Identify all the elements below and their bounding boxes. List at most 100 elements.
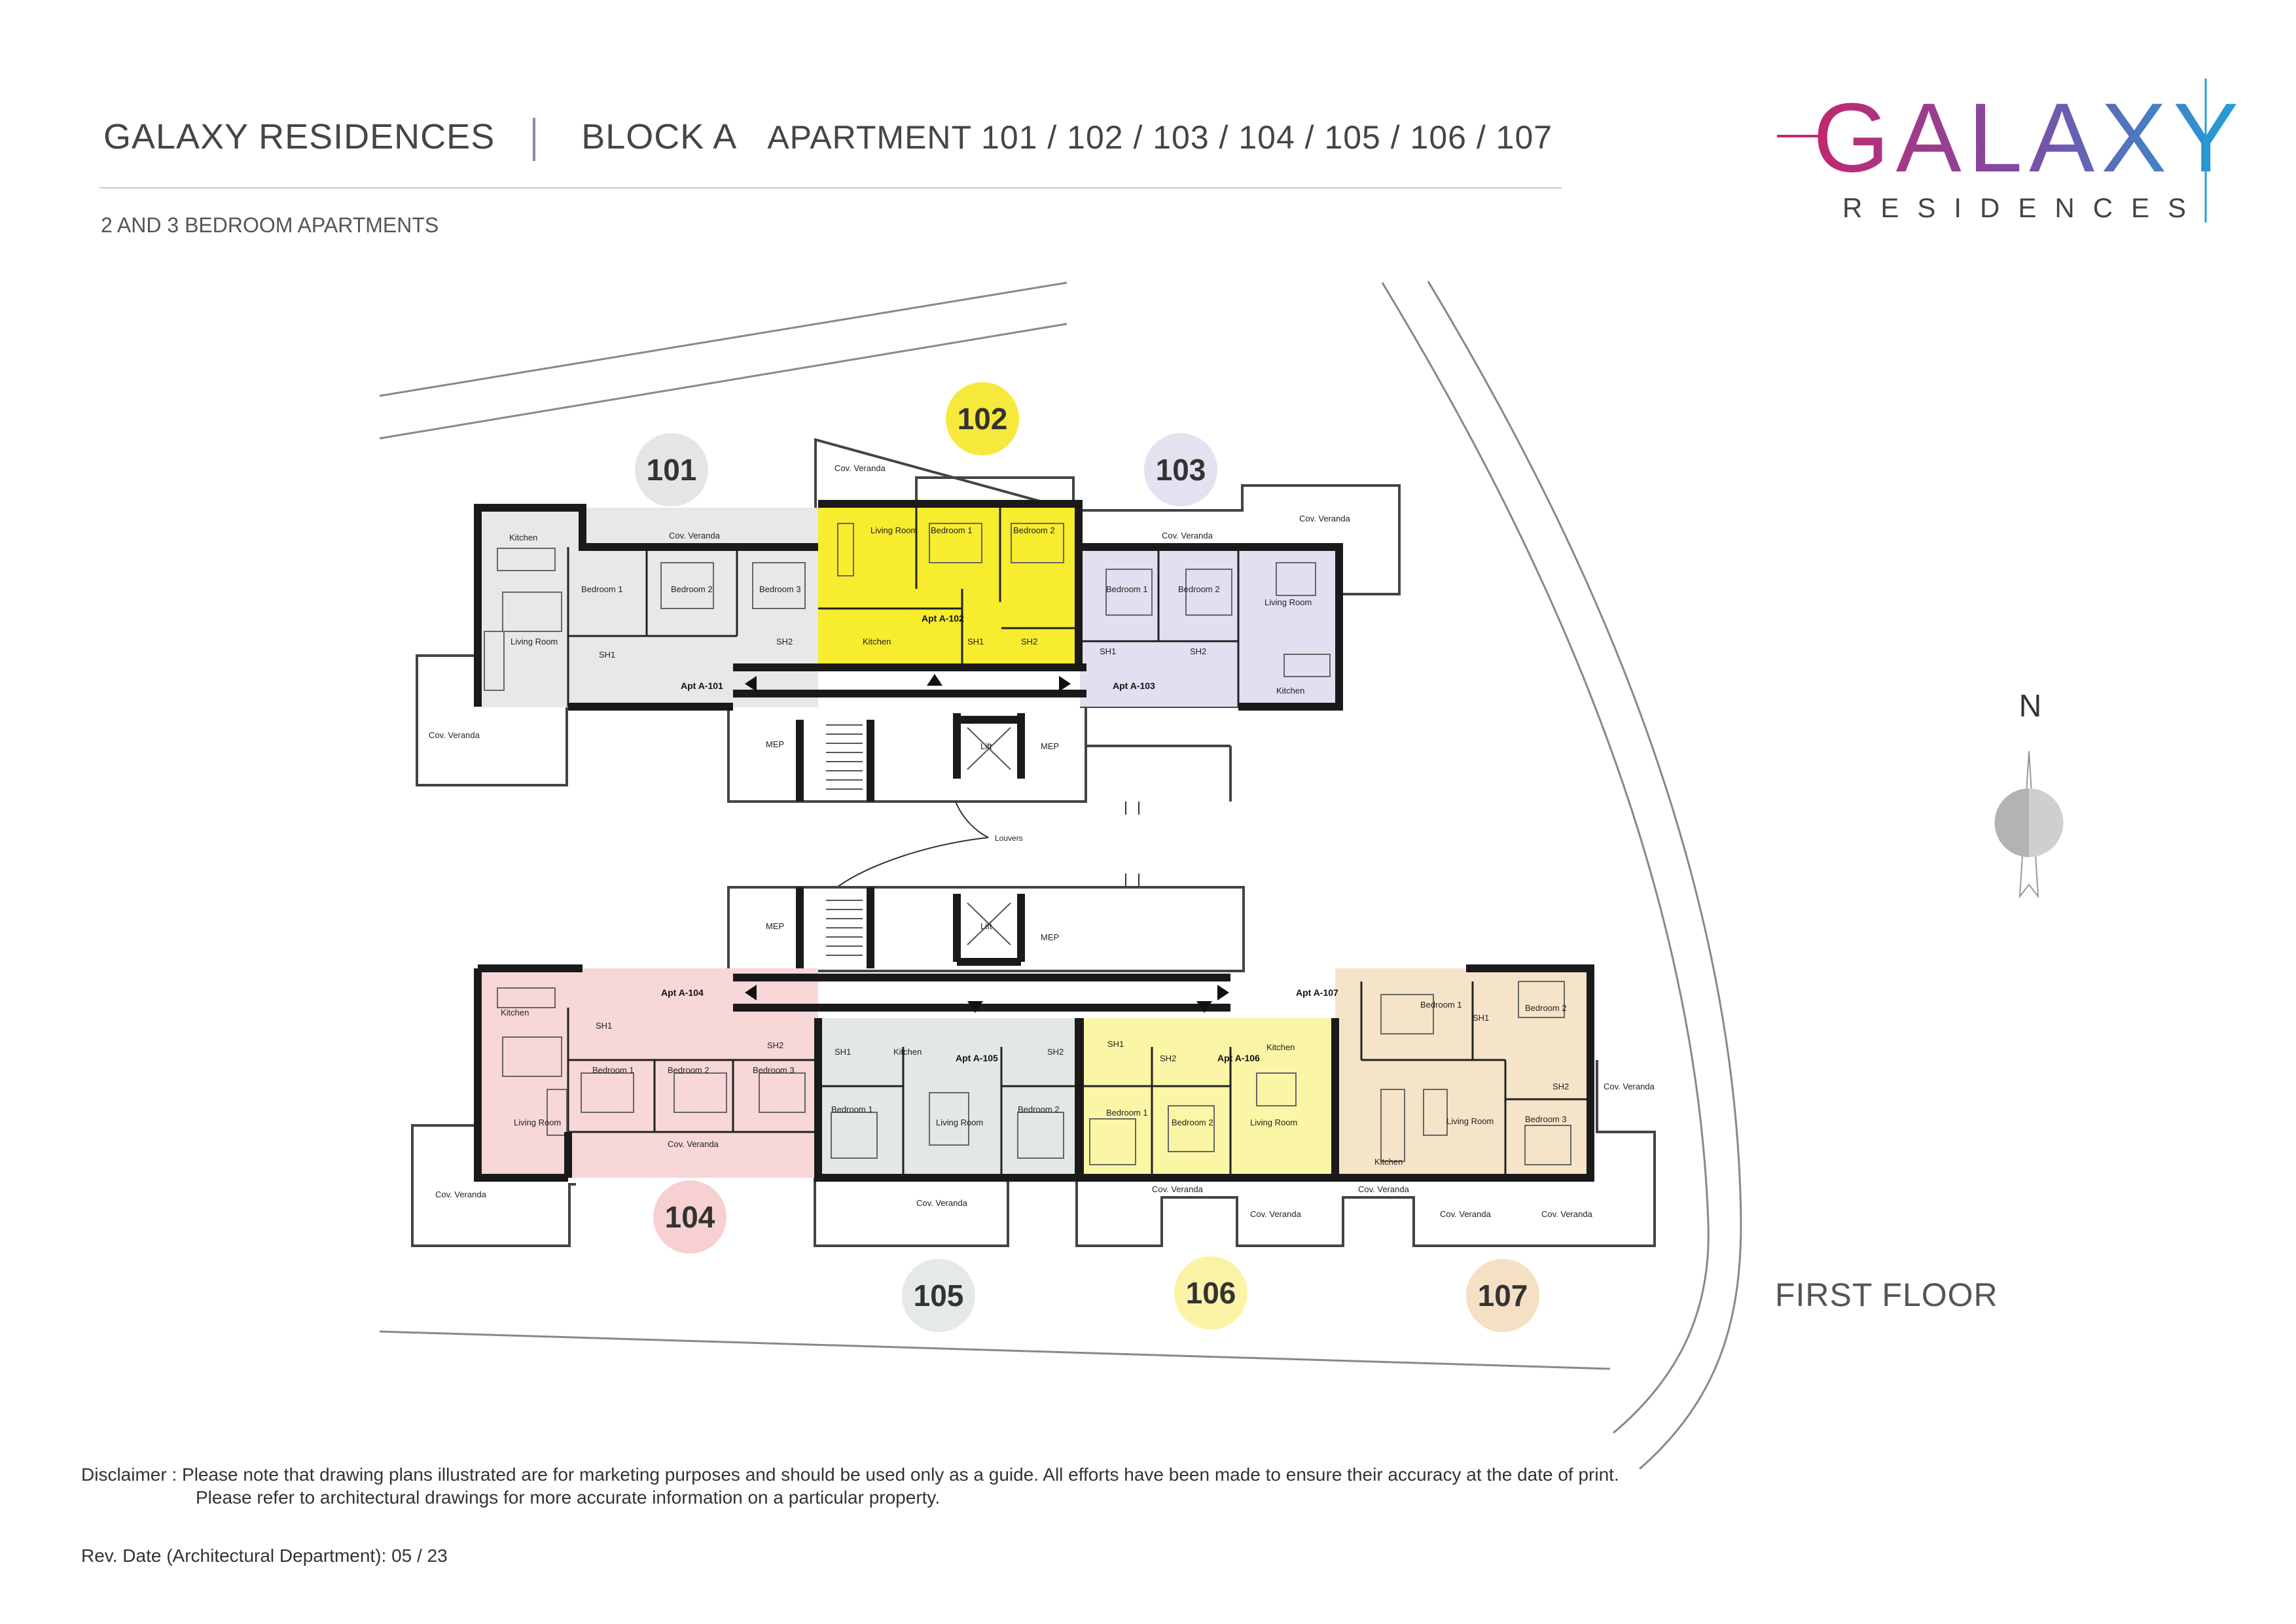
veranda-label: Cov. Veranda — [429, 730, 480, 740]
subtitle: 2 AND 3 BEDROOM APARTMENTS — [101, 213, 439, 237]
sofa — [1423, 1089, 1448, 1136]
apt-label-104: Apt A-104 — [661, 987, 704, 998]
badge-107 — [1466, 1259, 1539, 1332]
unit-107-fill — [1335, 968, 1590, 1178]
badge-107-label: 107 — [1478, 1279, 1528, 1313]
veranda-label: Cov. Veranda — [669, 531, 721, 540]
arrow-down-icon — [967, 1001, 983, 1013]
boundary-line — [379, 281, 1067, 397]
room-label: Bedroom 1 — [581, 584, 623, 594]
room-label: Bedroom 2 — [1018, 1104, 1060, 1114]
site-boundary — [379, 281, 1742, 1470]
room-label: Bedroom 2 — [1172, 1118, 1213, 1127]
veranda-outline — [1075, 1060, 1656, 1247]
room-label: Kitchen — [1276, 686, 1304, 696]
core-walls — [796, 713, 1025, 802]
badge-102 — [946, 382, 1019, 455]
louvers-connector — [837, 801, 1139, 887]
partitions-107 — [1360, 981, 1590, 1178]
header-rule — [99, 187, 1562, 188]
veranda-label: Cov. Veranda — [1152, 1184, 1204, 1194]
kitchen-counter — [497, 987, 556, 1008]
room-label: SH1 — [1100, 646, 1116, 656]
header-divider — [533, 117, 536, 161]
room-label: MEP — [766, 739, 784, 749]
room-label: Bedroom 2 — [1178, 584, 1220, 594]
room-label: Lift — [980, 921, 992, 931]
partitions-105 — [818, 1047, 1079, 1178]
disclaimer-line-2: Please refer to architectural drawings f… — [196, 1487, 941, 1508]
bed — [673, 1072, 727, 1113]
project-title: GALAXY RESIDENCES — [103, 117, 495, 156]
bed — [1011, 523, 1064, 563]
boundary-curve — [1381, 282, 1710, 1434]
room-label: Bedroom 1 — [592, 1065, 634, 1075]
room-label: Kitchen — [893, 1047, 922, 1057]
compass-half-dark — [1994, 788, 2029, 857]
corridor-walls — [733, 974, 1230, 1012]
room-label: Living Room — [936, 1118, 983, 1127]
bed — [1168, 1105, 1215, 1152]
boundary-line — [379, 1330, 1611, 1370]
apartment-list: APARTMENT 101 / 102 / 103 / 104 / 105 / … — [767, 119, 1553, 156]
badge-101-label: 101 — [647, 453, 697, 487]
room-label: MEP — [1041, 741, 1059, 751]
room-label: Bedroom 1 — [1106, 1108, 1148, 1118]
veranda-label: Cov. Veranda — [1541, 1209, 1593, 1219]
bed — [1017, 1112, 1064, 1159]
compass-label: N — [2019, 689, 2042, 724]
partitions-102 — [818, 504, 1079, 665]
apt-label-101: Apt A-101 — [681, 680, 723, 691]
room-label: Bedroom 3 — [753, 1065, 795, 1075]
logo-word: GALAXY — [1813, 82, 2245, 192]
bed — [1089, 1118, 1136, 1165]
sofa — [929, 1092, 969, 1146]
arrow-right-icon — [1217, 985, 1229, 1000]
bed — [1380, 994, 1434, 1034]
veranda-label: Cov. Veranda — [1299, 514, 1351, 523]
bed — [581, 1072, 634, 1113]
outer-walls-south — [474, 964, 583, 1182]
logo-tag: RESIDENCES — [1842, 192, 2204, 223]
room-label: SH2 — [1190, 646, 1206, 656]
dining-table — [1380, 1089, 1405, 1162]
partitions-101 — [567, 547, 738, 707]
boundary-line — [379, 323, 1067, 440]
partitions-103 — [1080, 547, 1240, 707]
room-label: SH2 — [767, 1040, 783, 1050]
room-label: Bedroom 1 — [1420, 1000, 1462, 1010]
apt-label-102: Apt A-102 — [922, 613, 964, 624]
bed — [759, 1072, 806, 1113]
louvers-leader — [955, 801, 989, 838]
room-label: Bedroom 2 — [668, 1065, 709, 1075]
room-label: Lift — [980, 741, 992, 751]
room-label: Bedroom 2 — [1013, 525, 1055, 535]
unit-103-fill — [1080, 547, 1339, 707]
floor-label: FIRST FLOOR — [1775, 1277, 1998, 1313]
outer-walls-south — [1335, 964, 1594, 1182]
room-label: Living Room — [514, 1118, 561, 1127]
bed — [660, 562, 714, 609]
badge-105-label: 105 — [914, 1279, 964, 1313]
block-title: BLOCK A — [581, 117, 738, 156]
room-label: Living Room — [1265, 597, 1312, 607]
veranda-label: Cov. Veranda — [435, 1190, 487, 1199]
bed — [1524, 1125, 1571, 1165]
corridor-walls — [733, 663, 1086, 697]
unit-105-fill — [818, 1018, 1079, 1178]
badge-102-label: 102 — [958, 402, 1008, 436]
room-label: MEP — [1041, 932, 1059, 942]
room-label: Kitchen — [501, 1008, 529, 1017]
room-label: Living Room — [1446, 1116, 1494, 1126]
badge-101 — [635, 433, 708, 506]
veranda-label: Cov. Veranda — [1162, 531, 1213, 540]
veranda-label: Cov. Veranda — [1604, 1082, 1655, 1091]
core-outline — [727, 886, 1245, 972]
bed — [1105, 569, 1153, 616]
arrow-left-icon — [745, 676, 757, 692]
veranda-label: Cov. Veranda — [1440, 1209, 1492, 1219]
room-label: SH1 — [596, 1021, 612, 1031]
sofa — [547, 1089, 567, 1136]
room-label: SH2 — [1552, 1082, 1569, 1091]
arrow-up-icon — [927, 674, 942, 686]
